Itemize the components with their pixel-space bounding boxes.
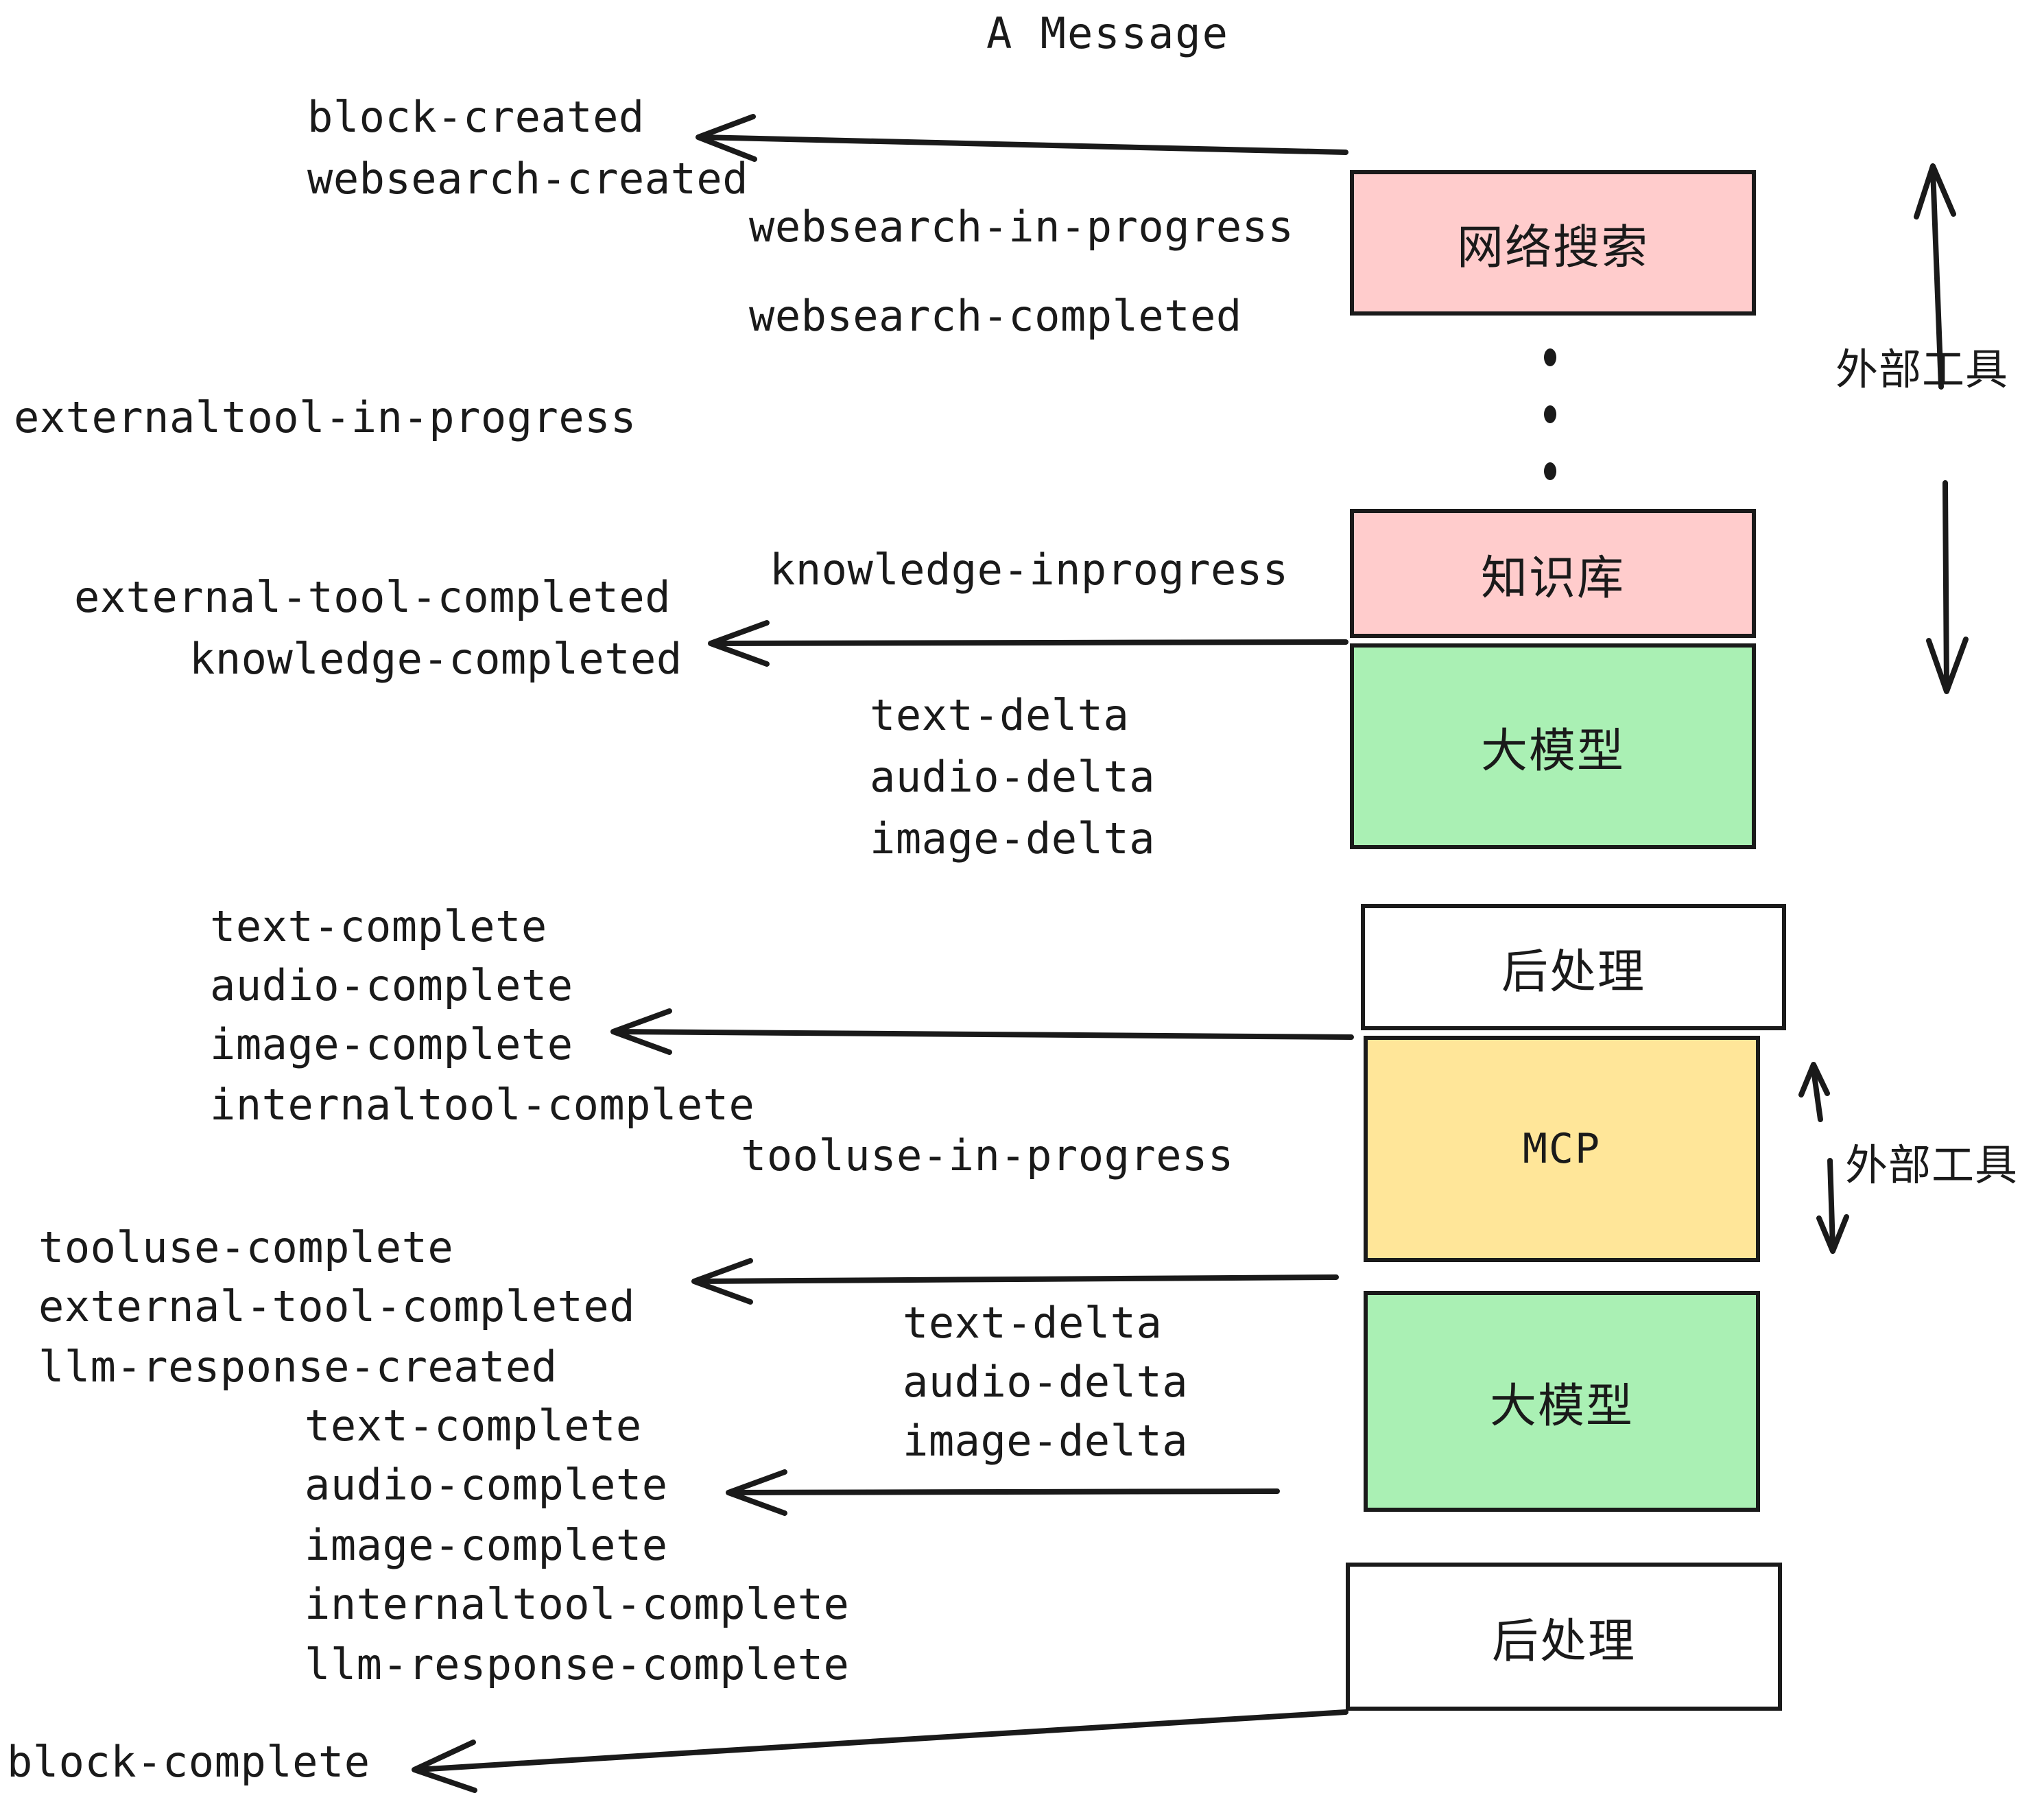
event-label: image-delta [903, 1416, 1189, 1466]
ellipsis-dot [1544, 348, 1556, 366]
event-label: external-tool-completed [74, 572, 672, 622]
node-websearch: 网络搜索 [1350, 170, 1756, 316]
arrow-image-complete [610, 1008, 1354, 1055]
event-label: text-complete [305, 1401, 642, 1451]
event-label: knowledge-completed [189, 634, 682, 684]
node-label: 网络搜索 [1456, 220, 1649, 275]
event-label: image-complete [305, 1520, 668, 1570]
event-label: knowledge-inprogress [770, 545, 1289, 595]
external-tools-bracket-top [1914, 163, 1969, 694]
node-post-bottom: 后处理 [1346, 1563, 1782, 1711]
annotation-external-tools-top: 外部工具 [1835, 344, 2009, 394]
event-label: text-complete [210, 901, 547, 951]
arrow-block-complete [412, 1709, 1348, 1793]
node-label: 大模型 [1480, 724, 1625, 779]
node-knowledge: 知识库 [1350, 509, 1756, 638]
ellipsis-dot [1544, 405, 1556, 423]
event-label: audio-complete [305, 1460, 668, 1510]
event-label: audio-delta [870, 752, 1156, 802]
event-label: externaltool-in-progress [14, 392, 637, 442]
event-label: websearch-in-progress [749, 202, 1294, 252]
event-label: websearch-completed [749, 291, 1242, 341]
event-label: block-complete [7, 1737, 370, 1787]
event-label: block-created [307, 92, 645, 142]
arrow-tooluse-complete [691, 1258, 1339, 1305]
node-llm-bottom: 大模型 [1364, 1291, 1760, 1512]
event-label: websearch-created [307, 154, 749, 204]
event-label: llm-response-created [38, 1342, 558, 1392]
event-label: text-delta [903, 1298, 1163, 1348]
event-label: tooluse-in-progress [741, 1130, 1234, 1180]
event-label: audio-complete [210, 960, 573, 1010]
node-label: 知识库 [1480, 551, 1625, 606]
arrow-audio-complete [726, 1469, 1280, 1516]
event-label: audio-delta [903, 1357, 1189, 1407]
node-mcp: MCP [1364, 1036, 1760, 1262]
event-label: text-delta [870, 690, 1130, 740]
event-label: image-delta [870, 814, 1156, 864]
page-title: A Message [986, 8, 1229, 58]
node-post-top: 后处理 [1361, 904, 1786, 1030]
event-label: tooluse-complete [38, 1222, 454, 1272]
arrow-knowledge-completed [708, 620, 1348, 667]
node-label: 大模型 [1489, 1379, 1634, 1434]
event-label: internaltool-complete [210, 1080, 755, 1130]
event-label: image-complete [210, 1019, 573, 1069]
node-label: 后处理 [1501, 945, 1645, 999]
annotation-external-tools-bottom: 外部工具 [1845, 1140, 2019, 1190]
ellipsis-dot [1544, 462, 1556, 480]
node-llm-top: 大模型 [1350, 643, 1756, 849]
event-label: external-tool-completed [38, 1281, 636, 1331]
node-label: 后处理 [1491, 1614, 1636, 1669]
ellipsis-dots [1542, 348, 1558, 480]
event-label: internaltool-complete [305, 1579, 850, 1629]
arrow-websearch-created [696, 114, 1348, 162]
external-tools-bracket-bottom [1798, 1062, 1849, 1254]
event-label: llm-response-complete [305, 1639, 850, 1689]
node-label: MCP [1522, 1125, 1602, 1173]
